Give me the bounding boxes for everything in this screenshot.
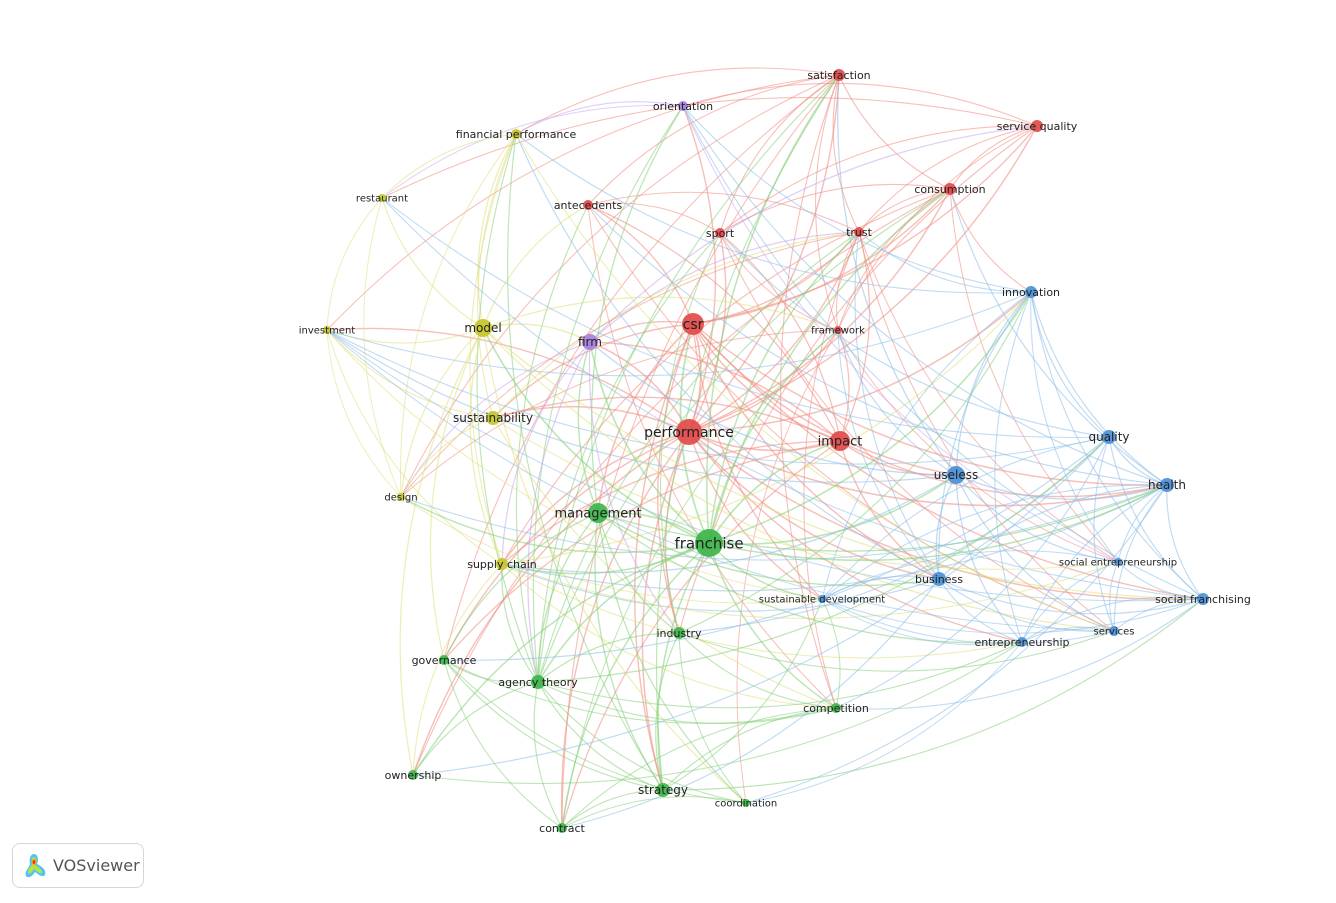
- node-csr[interactable]: [682, 313, 704, 335]
- node-social_entrepreneurship[interactable]: [1114, 558, 1122, 566]
- node-useless[interactable]: [947, 466, 965, 484]
- label-service_quality[interactable]: service quality: [997, 120, 1078, 133]
- label-coordination[interactable]: coordination: [715, 799, 777, 810]
- node-franchise[interactable]: [695, 529, 723, 557]
- node-social_franchising[interactable]: [1197, 593, 1209, 605]
- label-satisfaction[interactable]: satisfaction: [807, 69, 870, 82]
- node-entrepreneurship[interactable]: [1017, 637, 1027, 647]
- label-strategy[interactable]: strategy: [638, 783, 688, 797]
- node-orientation[interactable]: [678, 101, 688, 111]
- node-coordination[interactable]: [742, 799, 750, 807]
- node-trust[interactable]: [854, 227, 864, 237]
- label-supply_chain[interactable]: supply chain: [467, 558, 537, 571]
- label-social_franchising[interactable]: social franchising: [1155, 593, 1251, 606]
- node-investment[interactable]: [323, 326, 331, 334]
- label-csr[interactable]: csr: [683, 317, 704, 333]
- app-name: VOSviewer: [53, 856, 140, 875]
- node-restaurant[interactable]: [378, 194, 386, 202]
- label-services[interactable]: services: [1093, 627, 1134, 638]
- node-ownership[interactable]: [408, 770, 418, 780]
- label-agency_theory[interactable]: agency theory: [498, 676, 578, 689]
- label-franchise[interactable]: franchise: [674, 534, 743, 552]
- node-performance[interactable]: [676, 419, 702, 445]
- edge-layer: [326, 67, 1204, 829]
- label-innovation[interactable]: innovation: [1002, 286, 1060, 299]
- label-health[interactable]: health: [1148, 478, 1186, 492]
- node-contract[interactable]: [557, 823, 567, 833]
- node-business[interactable]: [932, 572, 946, 586]
- label-orientation[interactable]: orientation: [653, 100, 713, 113]
- node-consumption[interactable]: [944, 183, 956, 195]
- label-financial_performance[interactable]: financial performance: [456, 128, 577, 141]
- label-design[interactable]: design: [384, 493, 417, 504]
- node-model[interactable]: [474, 319, 492, 337]
- label-management[interactable]: management: [554, 507, 641, 522]
- label-antecedents[interactable]: antecedents: [554, 199, 623, 212]
- node-sport[interactable]: [715, 228, 725, 238]
- node-industry[interactable]: [673, 627, 685, 639]
- label-quality[interactable]: quality: [1088, 430, 1129, 444]
- node-governance[interactable]: [439, 655, 449, 665]
- node-financial_performance[interactable]: [511, 129, 521, 139]
- label-model[interactable]: model: [464, 321, 501, 335]
- node-sustainability[interactable]: [486, 411, 500, 425]
- node-innovation[interactable]: [1025, 286, 1037, 298]
- node-services[interactable]: [1109, 626, 1119, 636]
- label-governance[interactable]: governance: [412, 654, 477, 667]
- label-layer: performance csr impact satisfaction service …: [299, 69, 1251, 835]
- label-sustainability[interactable]: sustainability: [453, 411, 533, 425]
- label-industry[interactable]: industry: [656, 627, 702, 640]
- label-social_entrepreneurship[interactable]: social entrepreneurship: [1059, 558, 1177, 569]
- label-performance[interactable]: performance: [644, 425, 734, 441]
- label-business[interactable]: business: [915, 573, 963, 586]
- node-competition[interactable]: [831, 703, 841, 713]
- node-antecedents[interactable]: [583, 200, 593, 210]
- label-restaurant[interactable]: restaurant: [356, 194, 408, 205]
- label-useless[interactable]: useless: [934, 468, 978, 482]
- label-entrepreneurship[interactable]: entrepreneurship: [974, 636, 1069, 649]
- label-sport[interactable]: sport: [706, 227, 735, 240]
- label-firm[interactable]: firm: [578, 335, 602, 349]
- node-quality[interactable]: [1102, 430, 1116, 444]
- vosviewer-badge[interactable]: VOSviewer: [12, 843, 144, 888]
- node-firm[interactable]: [582, 334, 598, 350]
- label-competition[interactable]: competition: [803, 702, 869, 715]
- node-framework[interactable]: [834, 326, 842, 334]
- node-service_quality[interactable]: [1031, 120, 1043, 132]
- label-consumption[interactable]: consumption: [914, 183, 985, 196]
- label-investment[interactable]: investment: [299, 326, 356, 337]
- label-impact[interactable]: impact: [818, 435, 863, 450]
- node-design[interactable]: [397, 493, 405, 501]
- label-contract[interactable]: contract: [539, 822, 585, 835]
- node-supply_chain[interactable]: [496, 558, 508, 570]
- node-layer: [323, 69, 1209, 833]
- node-strategy[interactable]: [656, 783, 670, 797]
- node-satisfaction[interactable]: [833, 69, 845, 81]
- label-trust[interactable]: trust: [846, 226, 873, 239]
- node-management[interactable]: [588, 503, 608, 523]
- node-impact[interactable]: [830, 431, 850, 451]
- label-framework[interactable]: framework: [811, 326, 865, 337]
- node-agency_theory[interactable]: [531, 675, 545, 689]
- label-sustainable_development[interactable]: sustainable development: [759, 595, 886, 606]
- node-health[interactable]: [1160, 478, 1174, 492]
- label-ownership[interactable]: ownership: [385, 769, 442, 782]
- vosviewer-logo-icon: [25, 853, 46, 877]
- node-sustainable_development[interactable]: [818, 595, 826, 603]
